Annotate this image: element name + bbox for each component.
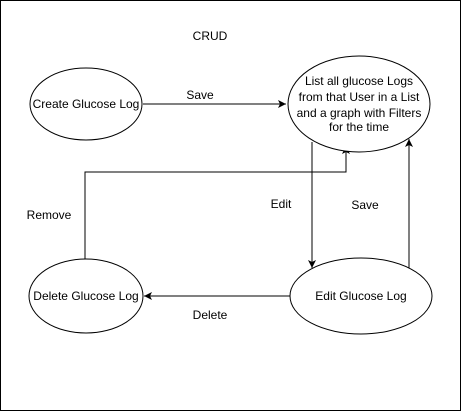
edge-label-save-edit: Save: [351, 198, 379, 212]
node-create-label: Create Glucose Log: [33, 97, 140, 111]
diagram-title: CRUD: [193, 29, 228, 43]
node-list-label-line-3: and a graph with Filters: [297, 106, 422, 120]
node-list-label-line-2: from that User in a List: [299, 90, 420, 104]
node-list-label-line-1: List all glucose Logs: [305, 74, 413, 88]
node-delete-label: Delete Glucose Log: [33, 289, 138, 303]
edge-label-edit: Edit: [271, 197, 292, 211]
edge-label-save-create: Save: [186, 88, 214, 102]
edge-delete-to-list: [84, 146, 350, 263]
node-edit-label: Edit Glucose Log: [315, 289, 406, 303]
edge-label-delete: Delete: [193, 308, 228, 322]
node-delete-ellipse: [28, 258, 144, 334]
node-edit-ellipse: [289, 257, 433, 335]
node-list-label-line-4: for the time: [329, 120, 389, 134]
node-create-ellipse: [29, 67, 143, 141]
node-list-ellipse: [287, 55, 431, 153]
edge-label-remove: Remove: [27, 208, 72, 222]
